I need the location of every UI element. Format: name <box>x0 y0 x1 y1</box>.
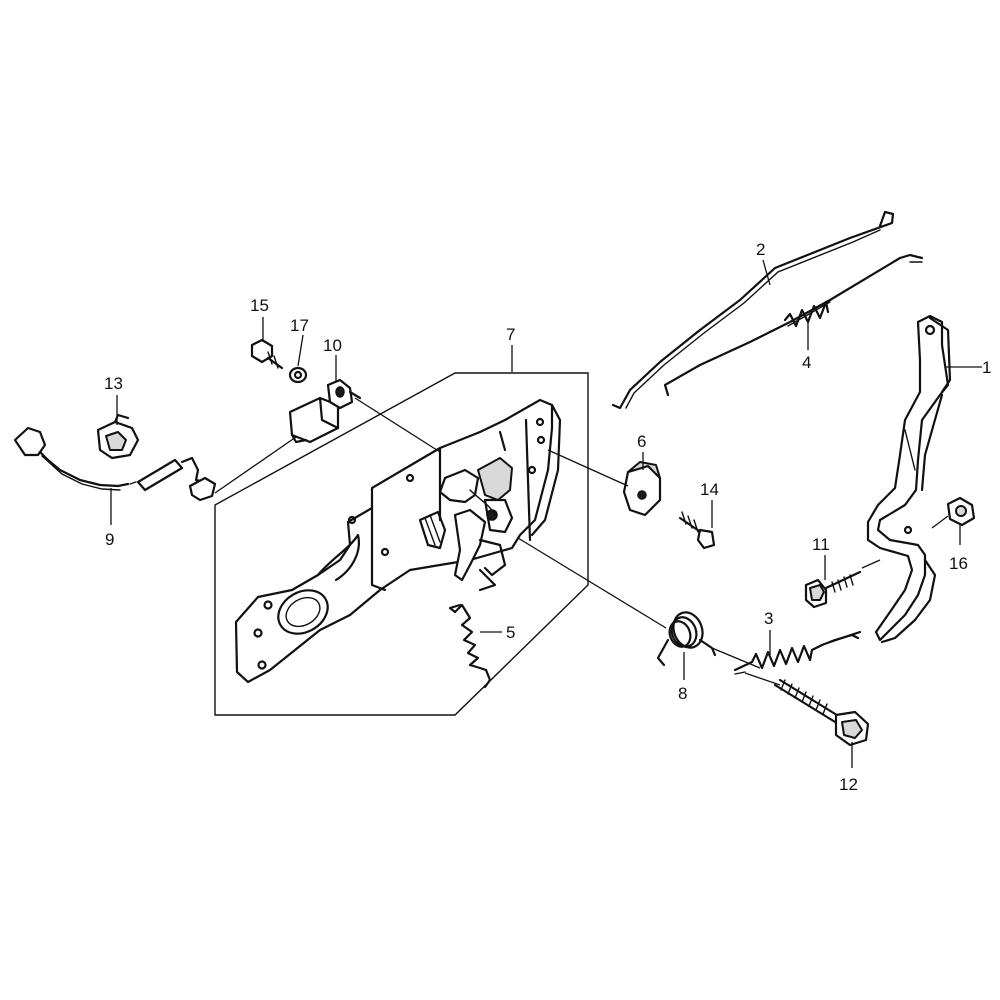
part-15-screw <box>250 338 284 370</box>
callout-16: 16 <box>949 554 968 573</box>
callout-14: 14 <box>700 480 719 499</box>
part-16-nut <box>946 496 976 527</box>
callout-labels: 1 2 3 4 5 6 7 8 9 10 11 12 13 14 15 16 1… <box>104 240 991 794</box>
callout-3: 3 <box>764 609 773 628</box>
assembly-7-outline <box>214 372 589 716</box>
callout-17: 17 <box>290 316 309 335</box>
callout-13: 13 <box>104 374 123 393</box>
part-8-torsion-spring <box>656 611 717 667</box>
leader-lines <box>110 259 982 768</box>
part-14-screw <box>678 511 716 550</box>
part-1-governor-arm <box>866 314 952 644</box>
part-4-spring-rod <box>663 253 924 397</box>
part-10-switch <box>288 378 362 444</box>
callout-1: 1 <box>982 358 991 377</box>
callout-10: 10 <box>323 336 342 355</box>
part-5-spring <box>448 603 492 689</box>
part-3-spring <box>733 630 862 675</box>
callout-15: 15 <box>250 296 269 315</box>
part-7-control-plate <box>234 398 562 684</box>
callout-5: 5 <box>506 623 515 642</box>
callout-8: 8 <box>678 684 687 703</box>
callout-9: 9 <box>105 530 114 549</box>
callout-6: 6 <box>637 432 646 451</box>
part-11-bolt <box>804 570 862 609</box>
part-13-holder <box>96 413 140 460</box>
part-12-flange-bolt <box>773 678 870 747</box>
callout-4: 4 <box>802 353 811 372</box>
part-2-governor-rod <box>611 210 895 410</box>
callout-2: 2 <box>756 240 765 259</box>
callout-7: 7 <box>506 325 515 344</box>
part-9-cable <box>13 426 217 502</box>
part-6-clamp <box>622 461 662 517</box>
part-17-washer <box>288 366 308 384</box>
callout-11: 11 <box>812 535 830 554</box>
callout-12: 12 <box>839 775 858 794</box>
